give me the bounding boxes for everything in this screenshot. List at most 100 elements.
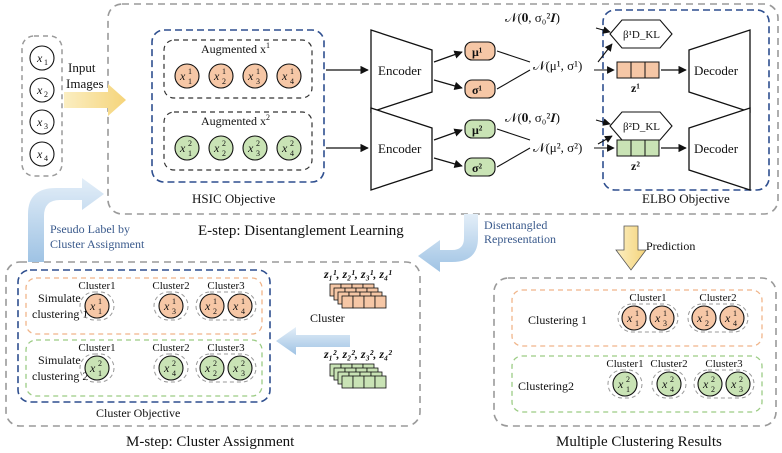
- results-box: [493, 277, 777, 427]
- svg-text:x: x: [281, 69, 288, 83]
- svg-text:3: 3: [44, 122, 48, 131]
- kl-1-text: β¹D_KL: [623, 29, 660, 41]
- disentangled-arrow: [418, 214, 478, 272]
- res-row2-header-1: Cluster1: [606, 358, 643, 370]
- svg-text:x: x: [163, 299, 170, 313]
- svg-text:1: 1: [290, 67, 294, 76]
- posterior-1: 𝒩(μ¹, σ¹): [533, 58, 582, 73]
- svg-text:x: x: [730, 377, 737, 391]
- svg-text:3: 3: [663, 319, 667, 328]
- svg-text:x: x: [213, 141, 220, 155]
- svg-text:4: 4: [290, 77, 294, 86]
- mu2-pill: [464, 119, 496, 139]
- aug2-label: Augmented x2: [201, 113, 270, 128]
- zset-2: z₁², z₂², z₃², z₄²: [323, 347, 392, 361]
- input-arrow: [64, 84, 126, 116]
- co-row1-header-3: Cluster3: [207, 280, 245, 292]
- svg-text:1: 1: [98, 297, 102, 306]
- res-row2-header-2: Cluster2: [650, 358, 687, 370]
- z1-vector: [616, 61, 660, 79]
- svg-text:x: x: [36, 115, 43, 129]
- posterior-2: 𝒩(μ², σ²): [533, 140, 582, 155]
- arrow-mu2-post: [496, 128, 531, 141]
- svg-text:3: 3: [241, 369, 245, 378]
- mstep-box: [5, 261, 421, 427]
- co-row2-header-3: Cluster3: [207, 342, 245, 354]
- clustering2-label: Clustering2: [518, 379, 574, 393]
- estep-title: E-step: Disentanglement Learning: [198, 223, 404, 239]
- prediction-label: Prediction: [646, 239, 695, 253]
- svg-text:x: x: [213, 69, 220, 83]
- clustering2-box: [511, 355, 763, 413]
- svg-text:1: 1: [705, 309, 709, 318]
- aug2-box: [163, 111, 313, 171]
- svg-text:x: x: [89, 361, 96, 375]
- disentangled-line2: Representation: [484, 232, 556, 246]
- svg-text:4: 4: [670, 385, 674, 394]
- svg-text:1: 1: [188, 67, 192, 76]
- svg-text:3: 3: [172, 307, 176, 316]
- co-row1-group-3: [195, 291, 257, 321]
- elbo-title: ELBO Objective: [642, 191, 730, 206]
- svg-text:x: x: [661, 377, 668, 391]
- cluster-objective-box: [17, 269, 271, 403]
- svg-text:2: 2: [222, 139, 226, 148]
- arrow-prior1-kl: [595, 26, 611, 34]
- results-title: Multiple Clustering Results: [556, 434, 722, 450]
- prior-2: 𝒩(𝟎, σ₀²𝑰): [505, 110, 560, 125]
- res-row2-group-2: [651, 369, 687, 399]
- co-row2-header-1: Cluster1: [78, 342, 115, 354]
- co-row2-header-2: Cluster2: [152, 342, 189, 354]
- svg-text:2: 2: [213, 369, 217, 378]
- svg-text:2: 2: [44, 90, 48, 99]
- svg-text:x: x: [179, 141, 186, 155]
- co-row1-group-2: [153, 291, 189, 321]
- svg-text:x: x: [232, 361, 239, 375]
- svg-text:2: 2: [256, 139, 260, 148]
- kl-2-text: β²D_KL: [623, 121, 660, 133]
- svg-text:2: 2: [188, 139, 192, 148]
- arrow-prior2-kl: [595, 118, 611, 126]
- hsic-box: [151, 29, 325, 183]
- z1-stack: [329, 283, 387, 309]
- input-label-line1: Input: [68, 60, 96, 75]
- svg-text:1: 1: [188, 149, 192, 158]
- svg-text:1: 1: [172, 297, 176, 306]
- svg-text:1: 1: [635, 309, 639, 318]
- res-row1-group-2: [687, 303, 749, 333]
- svg-text:1: 1: [222, 67, 226, 76]
- res-row1-group-1: [617, 303, 679, 333]
- svg-text:x: x: [36, 83, 43, 97]
- svg-text:4: 4: [733, 319, 737, 328]
- svg-text:2: 2: [711, 375, 715, 384]
- svg-text:2: 2: [705, 319, 709, 328]
- svg-text:2: 2: [213, 307, 217, 316]
- svg-text:1: 1: [188, 77, 192, 86]
- svg-text:2: 2: [213, 359, 217, 368]
- svg-text:x: x: [204, 361, 211, 375]
- sim2-box: [25, 339, 263, 397]
- svg-text:2: 2: [241, 359, 245, 368]
- z2-vector: [616, 139, 660, 157]
- svg-text:4: 4: [172, 369, 176, 378]
- hsic-title: HSIC Objective: [192, 191, 276, 206]
- sim2-line2: clustering 2: [32, 369, 88, 383]
- svg-text:2: 2: [98, 359, 102, 368]
- svg-text:x: x: [89, 299, 96, 313]
- res-row2-header-3: Cluster3: [705, 358, 743, 370]
- svg-text:2: 2: [172, 359, 176, 368]
- svg-text:2: 2: [290, 139, 294, 148]
- input-label-line2: Images: [66, 76, 104, 91]
